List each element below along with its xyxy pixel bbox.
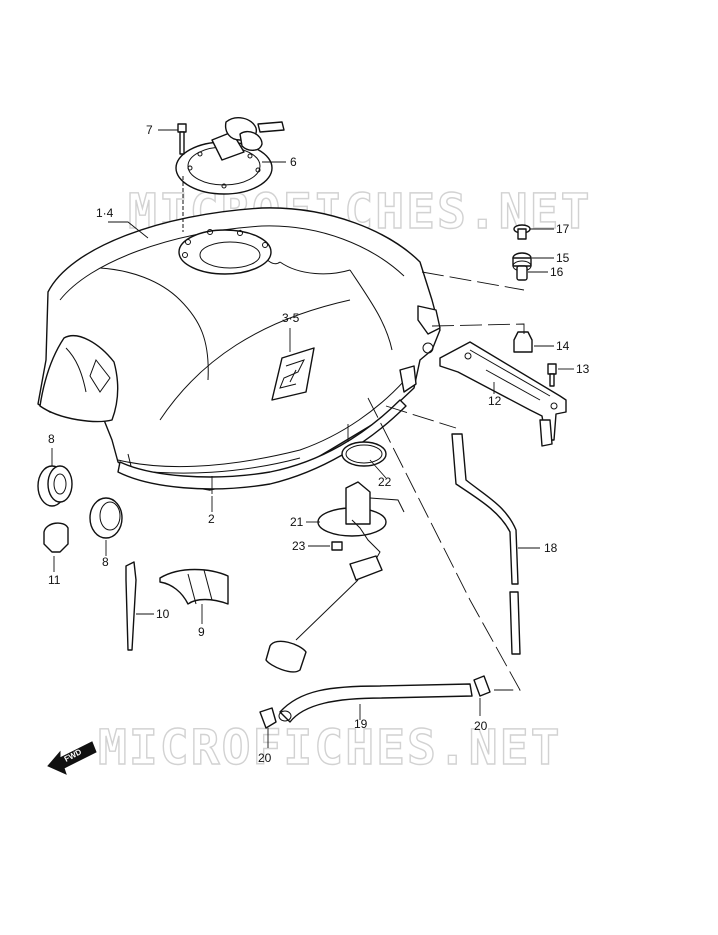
callout-11: 11: [48, 573, 61, 587]
callout-6: 6: [290, 155, 297, 169]
callout-20-a: 20: [258, 751, 272, 765]
hose-clamp-left: [259, 707, 277, 729]
callout-16: 16: [550, 265, 564, 279]
bolt-13: [547, 363, 557, 387]
band-10: [125, 561, 137, 651]
callout-7: 7: [146, 123, 153, 137]
callout-21: 21: [290, 515, 304, 529]
tank-side-trim: [117, 399, 407, 490]
callout-20-b: 20: [474, 719, 488, 733]
callout-15: 15: [556, 251, 570, 265]
watermark-bottom: MICROFICHES.NET: [98, 720, 561, 776]
grommet-8-b: [89, 497, 123, 539]
grommet-8-a: [37, 465, 73, 507]
callout-9: 9: [198, 625, 205, 639]
hose-clamp-right: [473, 675, 491, 697]
callout-12: 12: [488, 394, 502, 408]
fuel-pump: [265, 481, 405, 673]
bolt-17: [513, 224, 531, 240]
callout-19: 19: [354, 717, 368, 731]
callout-10: 10: [156, 607, 170, 621]
cushion-9: [159, 568, 229, 605]
callout-3-5: 3·5: [282, 311, 300, 325]
tank-bracket: [439, 341, 567, 447]
callout-17: 17: [556, 222, 570, 236]
callout-18: 18: [544, 541, 558, 555]
pump-gasket: [341, 441, 387, 467]
forward-arrow: FWD: [47, 741, 97, 775]
callout-1-4: 1·4: [96, 206, 114, 220]
callout-22: 22: [378, 475, 392, 489]
callout-13: 13: [576, 362, 590, 376]
bolt-23: [331, 541, 343, 551]
emblem: [271, 347, 315, 401]
drain-hose: [451, 433, 521, 655]
callout-8-a: 8: [48, 432, 55, 446]
callout-14: 14: [556, 339, 570, 353]
leader-lines: [51, 129, 574, 748]
overflow-hose: [278, 683, 473, 723]
callouts: 1·4 2 3·5 6 7 8 8 9 10 11 12 13 14 15 16…: [48, 123, 590, 765]
fuel-tank: [37, 207, 441, 491]
callout-8-b: 8: [102, 555, 109, 569]
cushion-11: [43, 522, 69, 553]
cap-bolt: [177, 123, 187, 155]
callout-2: 2: [208, 512, 215, 526]
collar-16: [516, 265, 528, 281]
fuel-cap: [175, 117, 285, 195]
reference-lines: [211, 271, 525, 691]
callout-23: 23: [292, 539, 306, 553]
cushion-14: [513, 331, 533, 353]
